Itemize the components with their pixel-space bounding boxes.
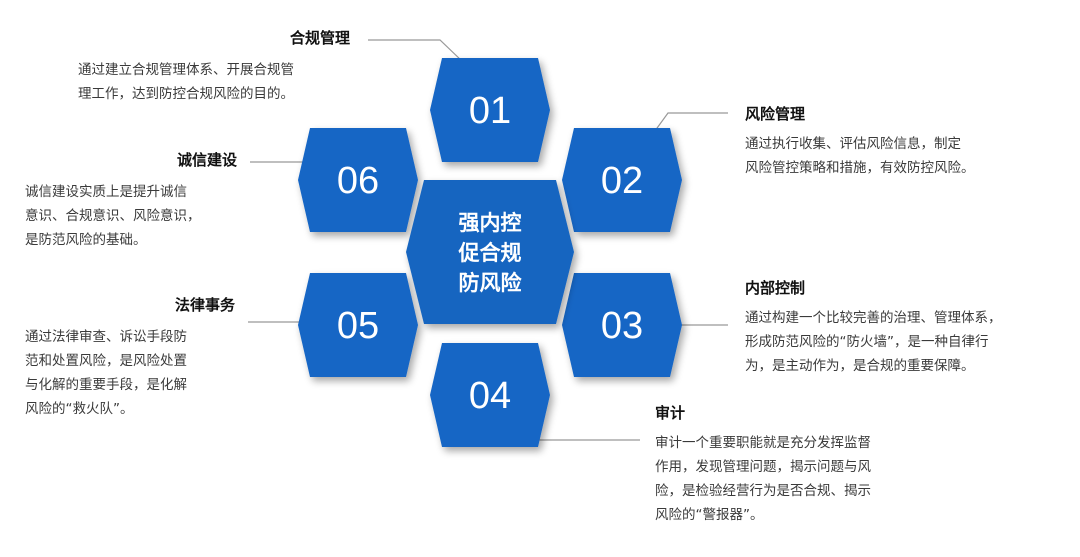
block-06-line-3: 是防范风险的基础。 [25, 232, 147, 248]
hex-04-number: 04 [469, 375, 511, 417]
block-06-line-1: 诚信建设实质上是提升诚信 [25, 184, 187, 200]
hex-05-number: 05 [337, 305, 379, 347]
hex-02[interactable]: 02 [562, 128, 682, 232]
block-03-line-1: 通过构建一个比较完善的治理、管理体系， [745, 310, 1002, 326]
leader-line-01 [368, 39, 464, 63]
block-05-title: 法律事务 [174, 296, 235, 314]
hex-04[interactable]: 04 [430, 343, 550, 447]
hex-06-shape [298, 128, 418, 232]
hex-03-shape [562, 273, 682, 377]
hex-03[interactable]: 03 [562, 273, 682, 377]
block-06-line-2: 意识、合规意识、风险意识， [25, 208, 201, 224]
hex-02-number: 02 [601, 160, 643, 202]
center-line-1: 强内控 [459, 211, 522, 235]
center-line-3: 防风险 [459, 271, 523, 295]
block-03: 内部控制 通过构建一个比较完善的治理、管理体系， 形成防范风险的“防火墙”，是一… [745, 278, 1065, 378]
block-04-line-4: 风险的“警报器”。 [655, 507, 764, 523]
block-03-line-2: 形成防范风险的“防火墙”，是一种自律行 [745, 334, 989, 350]
hex-05-shape [298, 273, 418, 377]
block-04: 审计 审计一个重要职能就是充分发挥监督 作用，发现管理问题，揭示问题与风 险，是… [655, 403, 955, 527]
block-01-line-2: 理工作，达到防控合规风险的目的。 [78, 86, 294, 102]
block-04-line-3: 险，是检验经营行为是否合规、揭示 [655, 483, 871, 499]
hex-01-number: 01 [469, 90, 511, 132]
hex-05[interactable]: 05 [298, 273, 418, 377]
block-02-title: 风险管理 [745, 105, 806, 123]
block-01-line-1: 通过建立合规管理体系、开展合规管 [78, 62, 294, 78]
hex-center[interactable]: 强内控 促合规 防风险 [406, 180, 574, 324]
block-04-line-1: 审计一个重要职能就是充分发挥监督 [655, 435, 871, 451]
block-05-line-4: 风险的“救火队”。 [25, 401, 134, 417]
hex-06[interactable]: 06 [298, 128, 418, 232]
block-05: 法律事务 通过法律审查、诉讼手段防 范和处置风险，是风险处置 与化解的重要手段，… [25, 295, 265, 421]
block-05-line-3: 与化解的重要手段，是化解 [25, 377, 187, 393]
hex-06-number: 06 [337, 160, 379, 202]
block-03-title: 内部控制 [745, 279, 806, 297]
hex-04-shape [430, 343, 550, 447]
block-02: 风险管理 通过执行收集、评估风险信息，制定 风险管控策略和措施，有效防控风险。 [745, 104, 1045, 180]
block-04-title: 审计 [655, 404, 686, 422]
block-06-title: 诚信建设 [176, 151, 237, 169]
hex-01[interactable]: 01 [430, 58, 550, 162]
leader-line-02 [651, 112, 728, 136]
hex-01-shape [430, 58, 550, 162]
block-01-title: 合规管理 [290, 29, 351, 47]
hex-02-shape [562, 128, 682, 232]
block-05-line-2: 范和处置风险，是风险处置 [25, 353, 187, 369]
block-03-line-3: 为，是主动作为，是合规的重要保障。 [745, 358, 975, 374]
center-line-2: 促合规 [458, 241, 522, 265]
hex-03-number: 03 [601, 305, 643, 347]
block-06: 诚信建设 诚信建设实质上是提升诚信 意识、合规意识、风险意识， 是防范风险的基础… [25, 150, 265, 252]
hex-group: 01 02 03 04 05 06 强内控 促合规 防风险 [298, 58, 682, 447]
block-02-line-1: 通过执行收集、评估风险信息，制定 [745, 136, 961, 152]
block-04-line-2: 作用，发现管理问题，揭示问题与风 [655, 459, 871, 475]
block-05-line-1: 通过法律审查、诉讼手段防 [25, 329, 187, 345]
hex-center-shape [406, 180, 574, 324]
block-02-line-2: 风险管控策略和措施，有效防控风险。 [745, 160, 975, 176]
